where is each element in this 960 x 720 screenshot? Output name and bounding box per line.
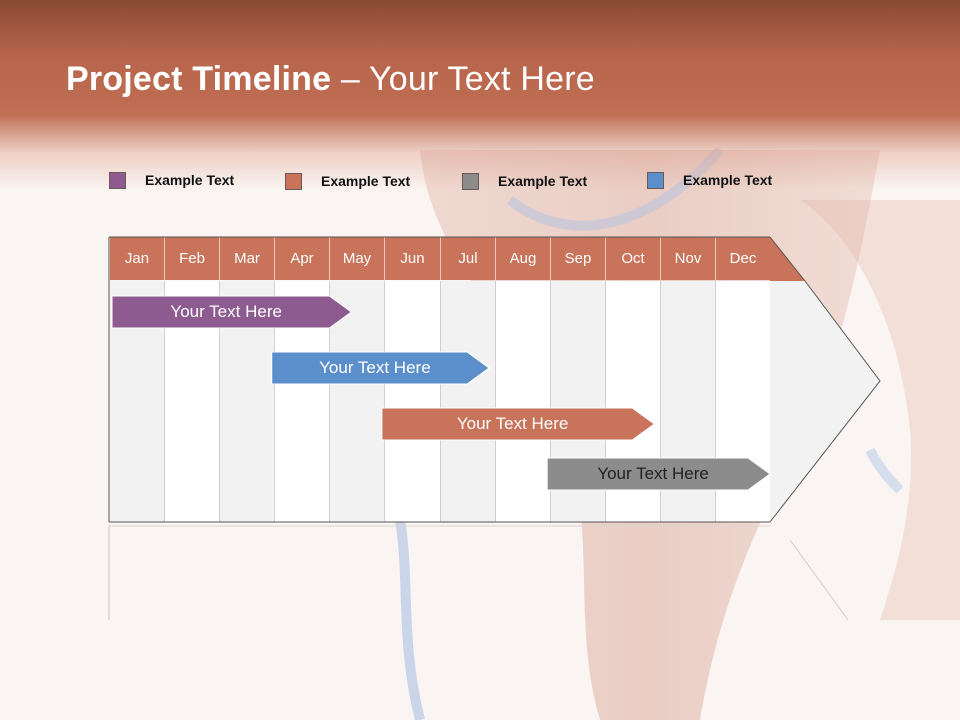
month-header-may: May [330,237,385,280]
month-header-feb: Feb [165,237,220,280]
legend-item-3: Example Text [462,171,587,191]
task-bar-1 [111,295,353,329]
task-bar-4 [546,457,771,491]
task-bars [111,295,771,491]
title-banner [0,0,960,190]
month-header-dec: Dec [716,237,771,280]
month-column-jul [441,281,496,522]
month-header-jul: Jul [441,237,496,280]
page-title: Project Timeline – Your Text Here [66,60,595,99]
month-column-aug [496,281,551,522]
legend-swatch-1 [109,171,126,189]
month-header-nov: Nov [661,237,716,280]
body-arrow-tip [770,281,880,522]
month-header-aug: Aug [496,237,551,280]
legend-item-4: Example Text [647,170,772,190]
reflection-tip [789,539,849,621]
legend-item-2: Example Text [285,171,410,191]
month-header-mar: Mar [220,237,275,280]
legend-swatch-4 [647,171,664,189]
title-rest: – Your Text Here [331,60,595,98]
legend-swatch-3 [462,172,479,190]
arrow-outline [769,236,881,523]
legend-swatch-2 [285,172,302,190]
title-bold: Project Timeline [66,60,332,98]
legend-item-1: Example Text [109,170,234,190]
task-bar-3 [381,407,656,441]
legend-label-1: Example Text [145,172,235,188]
task-bar-2 [271,351,490,385]
month-header-jan: Jan [110,237,165,280]
month-column-jun [385,281,441,522]
month-header-oct: Oct [606,237,661,280]
month-header-sep: Sep [551,237,606,280]
month-header-apr: Apr [275,237,330,280]
month-header-jun: Jun [385,237,441,280]
legend-label-2: Example Text [321,173,411,189]
legend-label-4: Example Text [683,172,773,188]
legend-label-3: Example Text [498,173,588,189]
